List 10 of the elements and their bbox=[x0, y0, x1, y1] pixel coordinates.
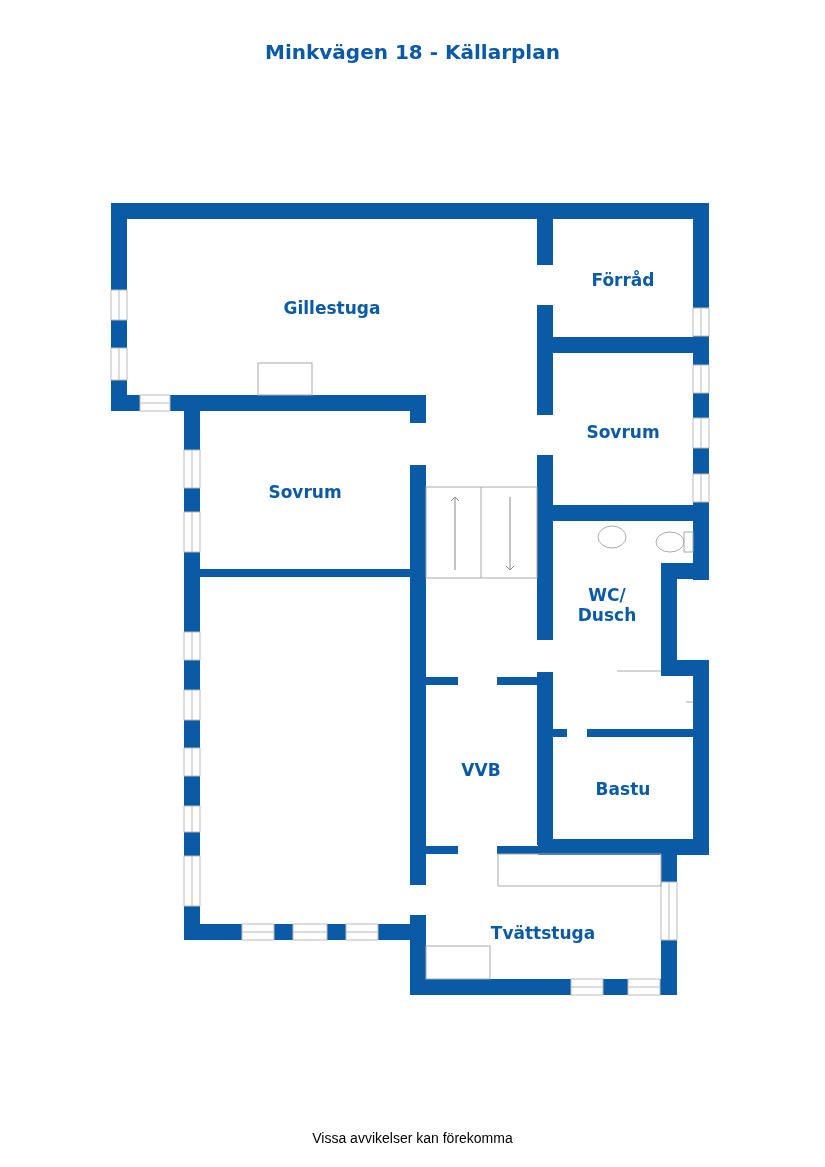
room-label: Gillestuga bbox=[282, 298, 382, 318]
room-label: Bastu bbox=[594, 779, 652, 799]
room-label: Förråd bbox=[590, 270, 656, 290]
room-label: WC/ Dusch bbox=[577, 585, 637, 625]
room-label: Sovrum bbox=[585, 422, 661, 442]
room-label: VVB bbox=[460, 760, 502, 780]
plan-title: Minkvägen 18 - Källarplan bbox=[264, 40, 561, 64]
disclaimer-note: Vissa avvikelser kan förekomma bbox=[311, 1130, 514, 1146]
room-label: Sovrum bbox=[267, 482, 343, 502]
room-label: Tvättstuga bbox=[489, 923, 597, 943]
